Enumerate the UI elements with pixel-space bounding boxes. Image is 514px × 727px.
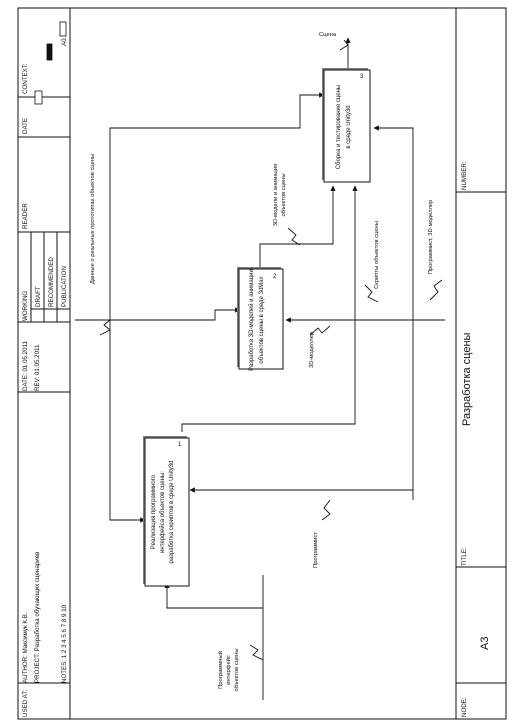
label-modeler: 3D-моделлер: [309, 332, 315, 368]
box-3-line-1: Сборка и тестирование сцены: [336, 85, 342, 169]
frame-labels: USED AT: AUTHOR: Максимук К.В. PROJECT: …: [22, 38, 468, 717]
label-prog-modeler: Программист, 3D-моделлер: [428, 200, 434, 275]
status-working: WORKING: [22, 291, 29, 321]
box-1-id: 1: [178, 442, 182, 448]
date-column-label: DATE: [22, 118, 29, 134]
arrows: [75, 37, 445, 700]
box-1-line-1: Реализация программного: [151, 474, 157, 549]
squiggle-2: [99, 319, 111, 336]
date-label: DATE: 01.05.2011: [22, 340, 29, 391]
status-draft: DRAFT: [35, 286, 42, 307]
arrow-prog-modeler: [373, 125, 414, 500]
arrow-in-data: [109, 310, 146, 523]
outer-border: [17, 7, 507, 720]
label-interfaces-1: Программный: [217, 651, 224, 689]
reader-label: READER: [22, 203, 29, 229]
diagram-title: Разработка сцены: [461, 332, 473, 426]
arrow-models: [259, 185, 336, 270]
box-2-id: 2: [273, 274, 277, 280]
squiggle-7: [429, 279, 443, 301]
box-1: 1 Реализация программного интерфейса объ…: [143, 436, 190, 587]
label-models-1: 3D-модели и анимация: [273, 164, 279, 227]
squiggle-6: [321, 499, 331, 521]
title-label: TITLE:: [461, 547, 468, 566]
arrow-data-to-2: [75, 307, 241, 321]
used-at-label: USED AT:: [22, 690, 29, 717]
squiggle-5: [309, 325, 331, 336]
context-label: CONTEXT:: [22, 63, 29, 94]
context-node-id: A0: [61, 38, 68, 46]
label-scripts: Скрипты объектов сцены: [374, 221, 380, 289]
diagram-frame: [17, 7, 507, 720]
box-3-id: 3: [360, 74, 364, 80]
box-2: 2 Разработка 3D-моделей и анимации объек…: [237, 267, 284, 371]
box-1-line-2: интерфейса объектов сцены:: [159, 471, 166, 553]
label-data: Данные о реальных прототипах объектов сц…: [90, 154, 96, 284]
status-publication: PUBLICATION: [61, 266, 68, 307]
box-2-line-2: объектов сцены в среде 3dMax: [259, 276, 265, 363]
node-label: NODE:: [461, 697, 468, 717]
status-recommended: RECOMMENDED: [48, 257, 55, 307]
rev-label: REV: 01.05.2011: [34, 344, 41, 391]
squiggle-3: [287, 227, 301, 246]
arrow-data-to-3: [109, 92, 325, 310]
label-interfaces-3: объектов сцены: [234, 648, 240, 691]
label-interfaces-2: интерфейс: [225, 655, 232, 685]
notes-label: NOTES: 1 2 3 4 5 6 7 8 9 10: [61, 604, 68, 683]
label-models-2: объектов сцены: [281, 173, 287, 216]
arrow-scripts: [181, 185, 358, 432]
arrow-in-interfaces: [167, 575, 264, 700]
squiggle-8: [339, 39, 349, 51]
label-programmer: Программист: [313, 532, 319, 568]
context-thumbnail: [34, 21, 67, 105]
box-1-line-3: разработка скриптов в среде Unity3d: [169, 461, 175, 564]
project-label: PROJECT: Разработка обучающих сценариев: [34, 551, 41, 683]
node-value: A3: [479, 637, 491, 650]
number-label: NUMBER:: [461, 161, 468, 190]
box-3-line-2: в среде Unity3d: [346, 105, 352, 148]
squiggle-1: [249, 644, 264, 661]
box-3: 3 Сборка и тестирование сцены в среде Un…: [322, 68, 371, 183]
label-scene: Сцена: [319, 32, 337, 38]
author-label: AUTHOR: Максимук К.В.: [22, 612, 29, 683]
arrow-labels: Сцена Данные о реальных прототипах объек…: [90, 32, 434, 692]
box-2-line-1: Разработка 3D-моделей и анимации: [248, 269, 255, 371]
squiggle-4: [364, 284, 379, 303]
